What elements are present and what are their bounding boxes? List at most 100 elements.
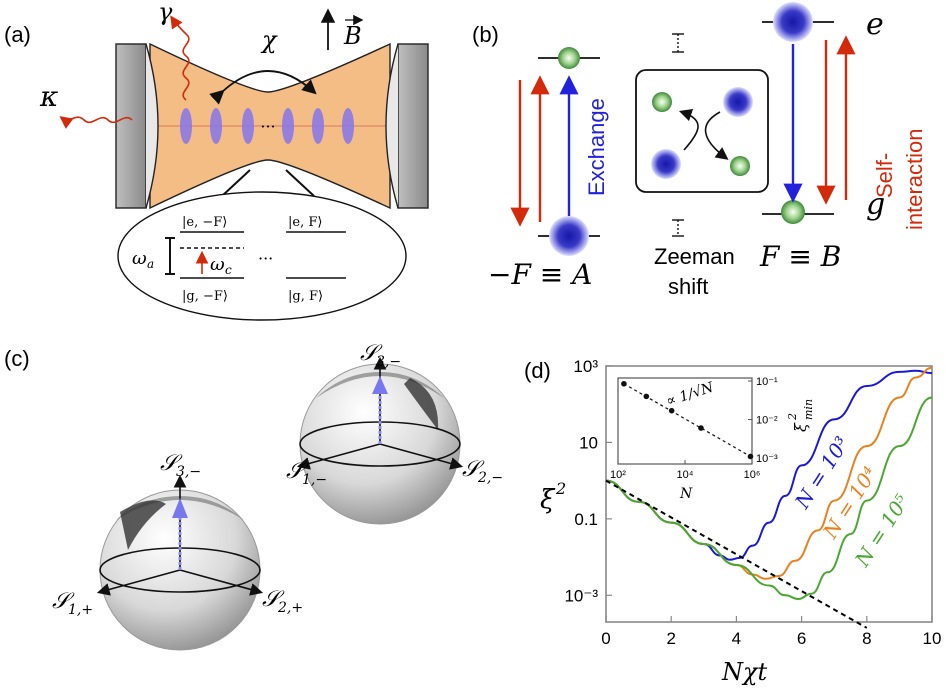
inset-data-point — [698, 425, 704, 431]
green-atom-excited-A — [558, 47, 580, 69]
b-field-symbol: B — [343, 22, 362, 50]
atom-dots: ··· — [260, 117, 275, 136]
inset-series-group — [621, 380, 754, 460]
inset-x-tick-label: 10⁶ — [744, 469, 761, 481]
blue-atom-ground-A — [549, 216, 589, 256]
y-tick-label: 10⁻³ — [564, 586, 598, 605]
y-axis-label-sup: 2 — [555, 479, 566, 498]
spin-vector-upper-arrow-icon — [372, 376, 388, 394]
inset-data-point — [747, 453, 754, 460]
right-mirror — [397, 43, 429, 209]
inset-y-label-sup: 2 — [786, 413, 799, 421]
x-tick-label: 0 — [601, 629, 610, 648]
kappa-decay-wiggle — [59, 116, 133, 129]
panel-a-label: (a) — [4, 22, 31, 47]
panel-c-label: (c) — [4, 346, 30, 371]
inset-y-tick-label: 10⁻³ — [756, 453, 778, 465]
level-dots: ··· — [258, 249, 273, 268]
panel-d-label: (d) — [524, 358, 551, 383]
chi-interaction-arrow — [209, 70, 317, 105]
inset-axis-ticks: 10² 10⁴ 10⁶ 10⁻¹ 10⁻² 10⁻³ — [610, 376, 778, 481]
series-line-asymptote — [605, 479, 868, 629]
box-swap-arrow-1 — [678, 108, 699, 151]
inset-frame — [617, 377, 753, 465]
spin-vector-lower-arrow-icon — [172, 498, 188, 518]
box-blue-atom-bottom — [651, 149, 681, 179]
omega-a-symbol: ω — [132, 248, 147, 269]
omega-c-symbol: ω — [210, 254, 225, 275]
inset-y-tick-label: 10⁻¹ — [756, 376, 778, 388]
inset-data-point — [621, 380, 627, 387]
right-mirror-curve — [385, 43, 399, 209]
inset-y-tick-label: 10⁻² — [756, 415, 778, 427]
left-mirror-curve — [145, 43, 159, 209]
level-scheme: |e, −F⟩ |e, F⟩ |g, −F⟩ |g, F⟩ ω c ω a ··… — [132, 215, 346, 304]
bloch-sphere-upper — [296, 356, 464, 525]
panel-b: (b) Exchange −F ≡ A Zeeman shift — [472, 2, 927, 299]
x-tick-label: 8 — [862, 629, 871, 648]
bloch-sphere-lower — [96, 474, 264, 651]
x-tick-label: 6 — [797, 629, 806, 648]
omega-a-sub: a — [147, 257, 154, 271]
y-tick-label: 0.1 — [574, 510, 598, 529]
minusF-label: −F ≡ A — [488, 258, 592, 291]
state-g-minusF: |g, −F⟩ — [182, 289, 228, 304]
zoom-line-right — [285, 169, 315, 197]
self-interaction-label-2: interaction — [902, 128, 927, 230]
state-e-F: |e, F⟩ — [288, 215, 322, 230]
zeeman-bottom-marker — [672, 219, 684, 237]
chi-symbol: χ — [260, 26, 278, 54]
level-scheme-ellipse — [117, 191, 407, 321]
ground-state-g: g — [866, 187, 885, 222]
S1-minus-sub: 1,− — [302, 472, 327, 488]
inset-x-label: N — [679, 486, 693, 502]
panel-a: (a) ··· χ B γ κ — [4, 0, 429, 321]
inset-y-label-sub: min — [802, 399, 815, 420]
gamma-symbol: γ — [158, 0, 173, 26]
panel-b-label: (b) — [472, 22, 499, 47]
box-swap-arrow-2 — [704, 111, 729, 160]
x-axis-label: Nχt — [721, 658, 768, 686]
S1-plus-sub: 1,+ — [68, 602, 93, 618]
x-tick-label: 4 — [732, 629, 741, 648]
x-tick-label: 10 — [923, 629, 942, 648]
zeeman-label-1: Zeeman — [654, 244, 735, 269]
inset-data-point — [668, 407, 675, 414]
series-line-N1e5 — [605, 396, 933, 601]
zoom-line-left — [221, 169, 251, 197]
inset-x-tick-label: 10² — [610, 469, 626, 481]
box-blue-atom-top — [723, 87, 753, 117]
left-mirror — [115, 43, 147, 209]
box-green-atom-top — [652, 92, 672, 112]
kappa-symbol: κ — [39, 80, 58, 113]
gamma-emission-wiggle — [170, 15, 190, 101]
zeeman-top-marker — [672, 33, 684, 53]
state-g-F: |g, F⟩ — [288, 289, 323, 304]
S2-minus-sub: 2,− — [477, 470, 503, 486]
S3-minus-top-sub: 3,− — [376, 354, 401, 370]
box-green-atom-bottom — [730, 156, 750, 176]
excited-state-e: e — [866, 7, 884, 42]
panel-c: (c) 𝒮 3,− 𝒮 1,− 𝒮 2,− — [4, 341, 503, 651]
exchange-label: Exchange — [584, 98, 609, 196]
y-axis-label: ξ — [540, 485, 556, 515]
S2-plus-sub: 2,+ — [277, 600, 303, 616]
omega-c-sub: c — [225, 263, 232, 277]
inset-y-label: ξ — [791, 422, 810, 432]
green-atom-ground-B — [781, 200, 805, 224]
blue-atom-excited-B — [773, 2, 813, 42]
inset-x-tick-label: 10⁴ — [677, 469, 694, 481]
y-tick-label: 10³ — [573, 357, 598, 376]
atom-clouds — [180, 108, 354, 144]
state-e-minusF: |e, −F⟩ — [182, 215, 227, 230]
zeeman-label-2: shift — [668, 274, 708, 299]
inset-data-point — [643, 393, 650, 400]
main-series-group — [605, 366, 933, 629]
x-tick-label: 2 — [666, 629, 675, 648]
S3-minus-bottom-sub: 3,− — [176, 464, 201, 480]
plusF-label: F ≡ B — [759, 240, 841, 273]
self-interaction-label-1: Self- — [872, 153, 897, 198]
